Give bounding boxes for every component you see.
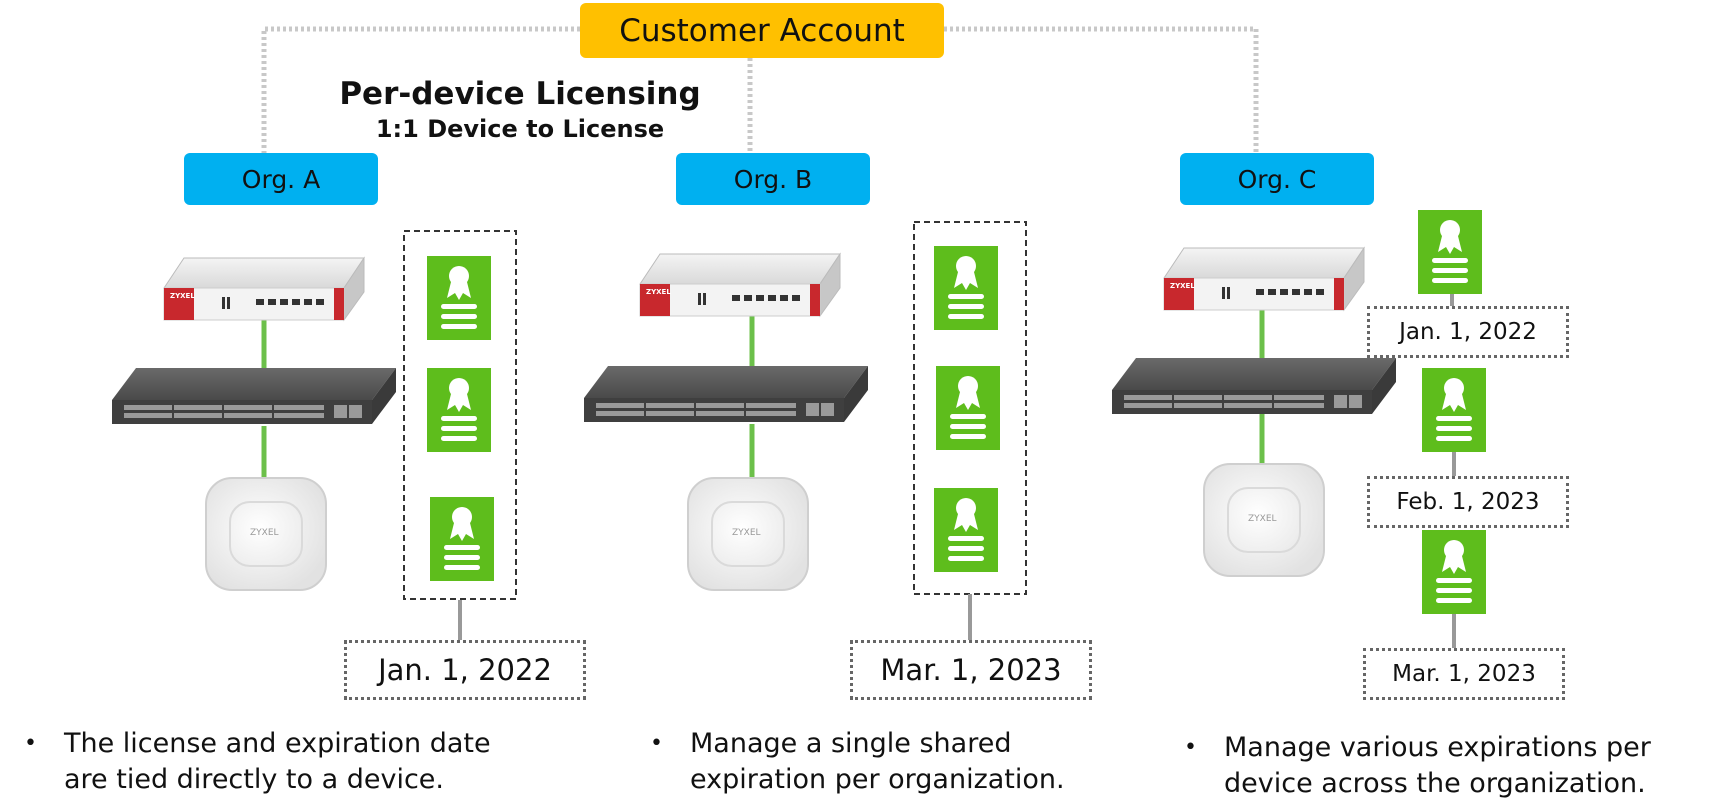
- org-a-license-group: [403, 230, 517, 600]
- heading-title: Per-device Licensing: [339, 76, 701, 112]
- device-links: [261, 306, 1265, 480]
- brand-label: ZYXEL: [1248, 514, 1277, 524]
- org-b-license-icon: [936, 366, 1000, 450]
- bullet-text: are tied directly to a device.: [64, 764, 445, 795]
- org-b-box: Org. B: [676, 153, 870, 205]
- org-a-label: Org. A: [241, 164, 321, 194]
- bullet-dot-icon: •: [24, 731, 37, 756]
- brand-label: ZYXEL: [170, 292, 195, 300]
- bullet-org-c: • Manage various expirations per device …: [1184, 730, 1651, 802]
- bullet-text: Manage a single shared: [690, 728, 1012, 759]
- heading: Per-device Licensing 1:1 Device to Licen…: [300, 74, 740, 144]
- bullet-text: The license and expiration date: [64, 728, 491, 759]
- customer-account-label: Customer Account: [619, 12, 905, 49]
- org-a-license-icon: [427, 368, 491, 452]
- brand-label: ZYXEL: [250, 528, 279, 538]
- org-b-label: Org. B: [733, 164, 813, 194]
- org-c-expiration-date: Mar. 1, 2023: [1363, 648, 1565, 700]
- org-b-expiration-text: Mar. 1, 2023: [880, 653, 1062, 687]
- brand-label: ZYXEL: [1170, 282, 1195, 290]
- org-c-license-icon: [1422, 368, 1486, 452]
- org-c-box: Org. C: [1180, 153, 1374, 205]
- org-c-expiration-text: Mar. 1, 2023: [1392, 661, 1536, 687]
- brand-label: ZYXEL: [646, 288, 671, 296]
- org-c-license-icon: [1418, 210, 1482, 294]
- bullet-dot-icon: •: [650, 731, 663, 756]
- bullet-dot-icon: •: [1184, 735, 1197, 760]
- org-c-expiration-text: Jan. 1, 2022: [1399, 319, 1537, 345]
- brand-label: ZYXEL: [732, 528, 761, 538]
- org-a-box: Org. A: [184, 153, 378, 205]
- org-c-expiration-text: Feb. 1, 2023: [1396, 489, 1540, 515]
- customer-account-box: Customer Account: [580, 3, 944, 58]
- org-c-label: Org. C: [1237, 164, 1317, 194]
- org-b-firewall-icon: [639, 253, 841, 317]
- org-a-license-icon: [430, 497, 494, 581]
- org-b-switch-icon: [584, 366, 868, 422]
- org-c-firewall-icon: [1163, 247, 1365, 311]
- heading-subtitle: 1:1 Device to License: [375, 115, 665, 143]
- org-a-switch-icon: [112, 368, 396, 424]
- connector-org-c: [944, 26, 1259, 153]
- connector-org-a: [261, 26, 580, 153]
- org-c-expiration-date: Feb. 1, 2023: [1367, 476, 1569, 528]
- org-c-license-icon: [1422, 530, 1486, 614]
- org-a-expiration-date: Jan. 1, 2022: [344, 640, 586, 700]
- bullet-text: expiration per organization.: [690, 764, 1065, 795]
- org-a-license-icon: [427, 256, 491, 340]
- org-a-firewall-icon: [163, 257, 365, 321]
- org-b-license-icon: [934, 488, 998, 572]
- bullet-text: Manage various expirations per: [1224, 732, 1651, 763]
- org-a-expiration-text: Jan. 1, 2022: [378, 653, 552, 687]
- org-c-switch-icon: [1112, 358, 1396, 414]
- bullet-org-b: • Manage a single shared expiration per …: [650, 726, 1065, 798]
- bullet-org-a: • The license and expiration date are ti…: [24, 726, 491, 798]
- org-b-expiration-date: Mar. 1, 2023: [850, 640, 1092, 700]
- org-c-expiration-date: Jan. 1, 2022: [1367, 306, 1569, 358]
- org-b-license-icon: [934, 246, 998, 330]
- bullet-text: device across the organization.: [1224, 768, 1646, 799]
